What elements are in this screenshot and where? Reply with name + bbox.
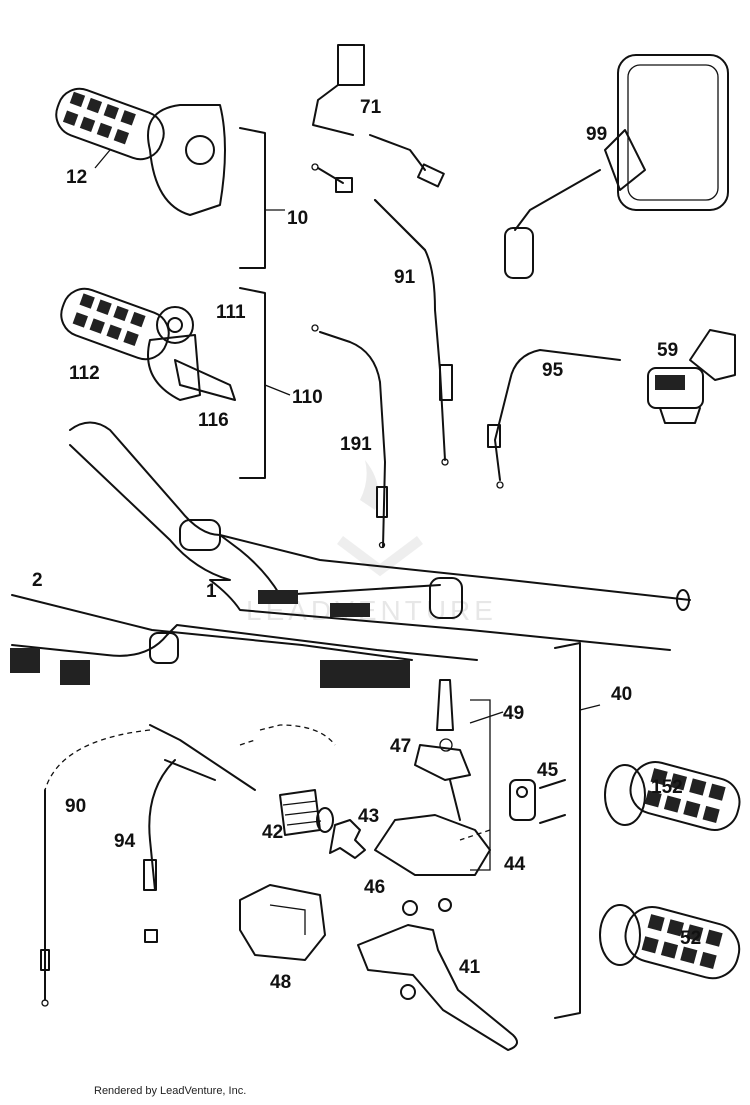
callout-2: 2 [32, 570, 43, 591]
callout-44: 44 [504, 854, 526, 875]
callout-48: 48 [270, 972, 291, 993]
callout-42: 42 [262, 822, 283, 843]
callout-1: 1 [206, 581, 217, 602]
callout-12: 12 [66, 167, 87, 188]
callout-99: 99 [586, 124, 607, 145]
switch-59 [647, 329, 736, 424]
callout-49: 49 [503, 703, 524, 724]
callout-112: 112 [69, 363, 100, 384]
callout-41: 41 [459, 957, 481, 978]
lever-assembly-46 [374, 679, 491, 916]
callout-59: 59 [657, 340, 678, 361]
cover-48 [239, 884, 326, 961]
adjuster-42 [279, 789, 366, 859]
callout-94: 94 [114, 831, 136, 852]
callout-40: 40 [611, 684, 632, 705]
callout-110: 110 [292, 387, 323, 408]
cable-91 [311, 163, 453, 466]
callout-46: 46 [364, 877, 385, 898]
callout-91: 91 [394, 267, 416, 288]
footer-credit: Rendered by LeadVenture, Inc. [94, 1085, 247, 1097]
callout-10: 10 [287, 208, 308, 229]
cable-94 [143, 724, 336, 943]
handlebar-2 [10, 594, 478, 688]
cable-95 [487, 349, 621, 489]
handlebar-1 [69, 421, 691, 651]
clamp-44 [459, 779, 566, 841]
throttle-grip-12 [55, 87, 226, 216]
lever-41 [357, 924, 518, 1051]
callout-95: 95 [542, 360, 564, 381]
callout-45: 45 [537, 760, 559, 781]
callout-52: 52 [680, 928, 701, 949]
callout-191: 191 [340, 434, 372, 455]
grip-52 [599, 904, 741, 980]
switch-71 [312, 44, 445, 188]
callout-47: 47 [390, 736, 411, 757]
callout-116: 116 [198, 410, 229, 431]
mirror-99 [504, 54, 729, 279]
cable-90 [40, 729, 151, 1007]
callout-90: 90 [65, 796, 86, 817]
grip-assembly-112 [60, 287, 236, 401]
callout-71: 71 [360, 97, 382, 118]
cable-191 [311, 324, 388, 549]
callout-152: 152 [651, 777, 683, 798]
grip-152 [604, 761, 741, 831]
callout-43: 43 [358, 806, 379, 827]
callout-111: 111 [216, 302, 246, 323]
